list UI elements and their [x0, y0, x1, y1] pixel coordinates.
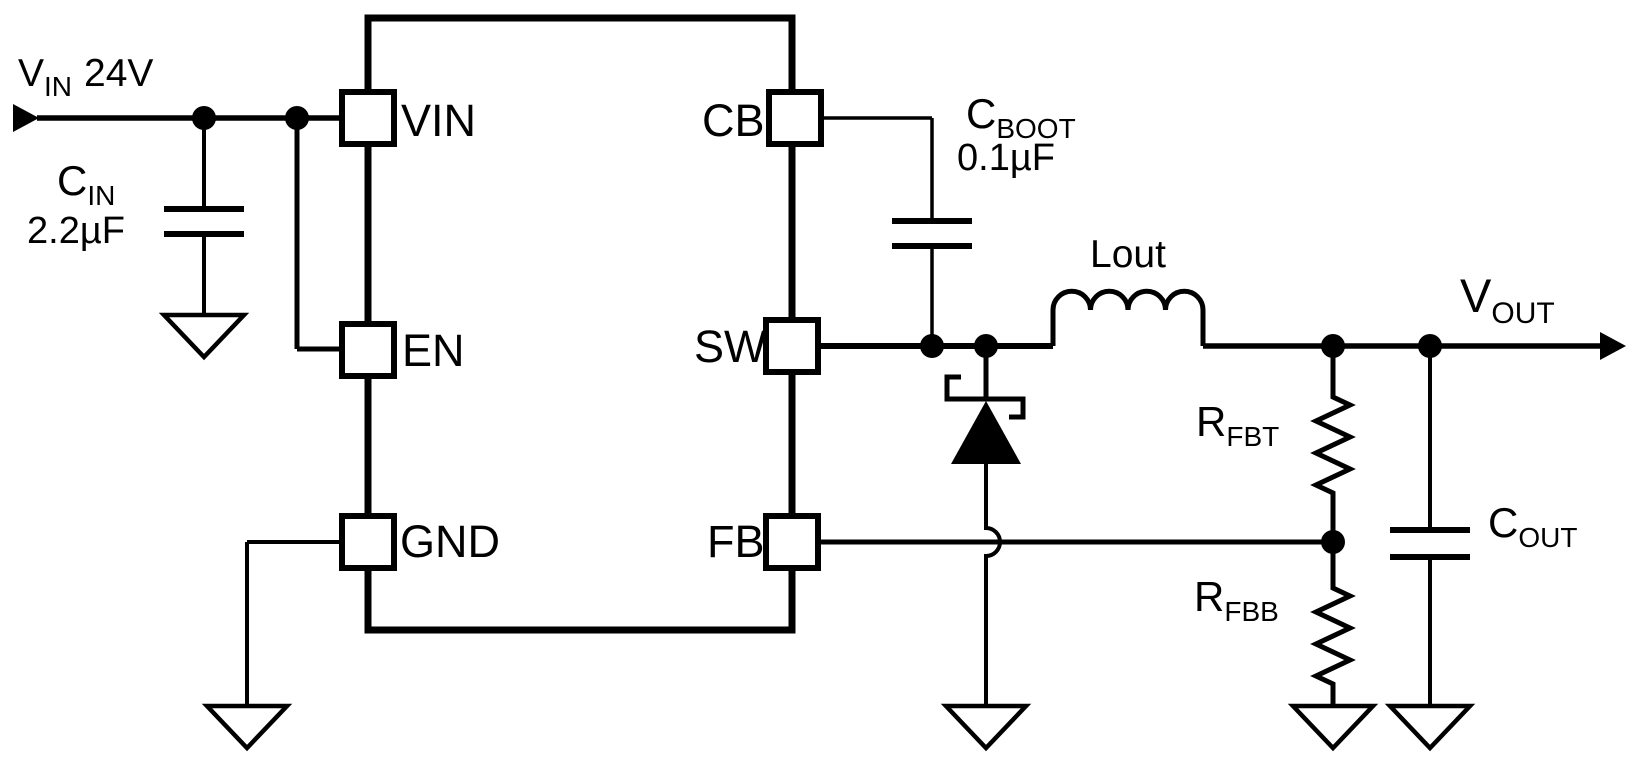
pin-label-vin: VIN [401, 95, 476, 146]
pin-label-en: EN [402, 325, 465, 376]
pin-box-gnd [339, 513, 397, 571]
schottky-cathode-bar [944, 374, 1026, 420]
label-cboot-name: CBOOT [966, 90, 1076, 144]
junction-dot [1321, 530, 1345, 554]
pin-label-fb: FB [707, 516, 765, 567]
pin-label-cb: CB [702, 95, 765, 146]
junction-dot [285, 106, 309, 130]
ground-symbol-gnd-pin [207, 706, 287, 748]
label-vout: VOUT [1460, 269, 1555, 330]
schottky-diode-triangle [951, 401, 1021, 464]
ground-symbol-cin [164, 315, 244, 357]
pin-box-vin [339, 89, 397, 147]
label-cin-name: CIN [57, 157, 115, 211]
pin-box-fb [763, 513, 821, 571]
output-arrow-icon [1600, 332, 1626, 360]
junction-dot [192, 106, 216, 130]
input-arrow-icon [13, 104, 39, 132]
pin-box-en [339, 321, 397, 379]
label-cin-value: 2.2µF [27, 210, 125, 252]
label-rfbb: RFBB [1194, 573, 1279, 627]
label-rfbt: RFBT [1196, 398, 1279, 452]
pin-box-sw [763, 317, 821, 375]
junction-dot [1321, 334, 1345, 358]
junction-dot [974, 334, 998, 358]
pin-label-gnd: GND [400, 516, 500, 567]
pin-box-cb [766, 89, 824, 147]
label-lout: Lout [1090, 233, 1166, 276]
junction-dot [1418, 334, 1442, 358]
label-cboot-value: 0.1µF [957, 137, 1055, 179]
inductor-lout-symbol [1050, 288, 1206, 346]
ground-symbol-rfbb [1293, 706, 1373, 748]
junction-dot [920, 334, 944, 358]
resistor-rfbb-symbol [1310, 542, 1356, 706]
ground-symbol-cout [1390, 706, 1470, 748]
ground-symbol-diode [946, 706, 1026, 748]
resistor-rfbt-symbol [1310, 346, 1356, 542]
wire-diode-ground-with-hop [984, 464, 1002, 706]
pin-label-sw: SW [694, 321, 767, 372]
label-cout: COUT [1488, 499, 1577, 553]
